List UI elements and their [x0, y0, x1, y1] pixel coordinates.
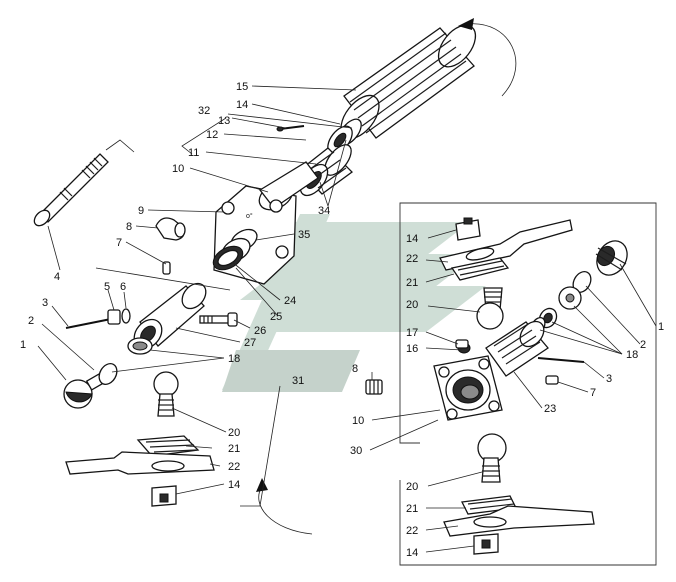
fitting-8-inset: [365, 379, 383, 395]
callout-34: 34: [318, 205, 330, 217]
pin-3-right: [537, 357, 585, 363]
callout-3-right: 3: [606, 373, 612, 385]
callout-10-inset: 10: [352, 415, 364, 427]
callout-32: 32: [198, 105, 210, 117]
callout-18: 18: [228, 353, 240, 365]
callout-14: 14: [236, 99, 248, 111]
callout-22-inset-top: 22: [406, 253, 418, 265]
callout-30: 30: [350, 445, 362, 457]
ball-stud-1-left: [63, 371, 109, 409]
callout-12: 12: [206, 129, 218, 141]
callout-25: 25: [270, 311, 282, 323]
callout-2-right: 2: [640, 339, 646, 351]
callout-26: 26: [254, 325, 266, 337]
threaded-rod-4: [33, 153, 109, 227]
callout-17: 17: [406, 327, 418, 339]
watermark-chevron: [222, 214, 330, 390]
callout-21-inset-top: 21: [406, 277, 418, 289]
callout-35: 35: [298, 229, 310, 241]
callout-2: 2: [28, 315, 34, 327]
screw-7: [162, 261, 171, 275]
callout-24: 24: [284, 295, 296, 307]
callout-13: 13: [218, 115, 230, 127]
callout-20-inset-bottom: 20: [406, 481, 418, 493]
callout-15: 15: [236, 81, 248, 93]
screw-7-right: [545, 375, 559, 385]
callout-14-bottom: 14: [228, 479, 240, 491]
group-bracket-31: [95, 267, 231, 291]
seal-35: [212, 228, 258, 271]
callout-27: 27: [244, 337, 256, 349]
nut-5: [107, 309, 121, 325]
ball-pin-20-left: [153, 371, 179, 417]
gasket-21-left: [136, 435, 200, 457]
inset-frame: [399, 202, 657, 566]
callout-21: 21: [228, 443, 240, 455]
callout-23: 23: [544, 403, 556, 415]
callout-22: 22: [228, 461, 240, 473]
callout-3: 3: [42, 297, 48, 309]
nut-14-inset-top: [455, 217, 481, 241]
watermark-base: [222, 350, 360, 392]
washer-6: [121, 308, 131, 324]
rotation-arrow-top: [467, 23, 517, 97]
callout-4: 4: [54, 271, 60, 283]
watermark-stripe-3: [250, 286, 486, 332]
ball-pin-20-inset-top: [476, 287, 504, 330]
plate-22-inset-top: [439, 219, 573, 271]
leader-lines: [37, 85, 657, 553]
housing-flange-10-inset: [433, 355, 503, 421]
callout-8: 8: [126, 221, 132, 233]
callout-31: 31: [292, 375, 304, 387]
callout-10: 10: [172, 163, 184, 175]
callout-9: 9: [138, 205, 144, 217]
svg-text:o°: o°: [246, 212, 253, 220]
callout-labels: 15 32 14 13 12 11 10 34 9 8 35 7 4 5 6 2…: [20, 81, 664, 559]
ring-set-11-14: [299, 118, 362, 197]
callout-1-right: 1: [658, 321, 664, 333]
callout-22-inset-bottom: 22: [406, 525, 418, 537]
callout-20-inset-top: 20: [406, 299, 418, 311]
callout-16: 16: [406, 343, 418, 355]
callout-6: 6: [120, 281, 126, 293]
plate-22-inset-bottom: [443, 505, 595, 537]
callout-8-inset: 8: [352, 363, 358, 375]
callout-7: 7: [116, 237, 122, 249]
pin-13: [279, 125, 305, 130]
nut-14-left: [151, 485, 177, 507]
ring-2-left: [98, 363, 118, 385]
gasket-21-inset-top: [450, 257, 510, 281]
callout-14-inset-top: 14: [406, 233, 418, 245]
callout-5: 5: [104, 281, 110, 293]
ball-pin-20-inset-bottom: [477, 433, 507, 483]
callout-20: 20: [228, 427, 240, 439]
group-bracket-32: [181, 117, 227, 155]
ball-stud-1-right: [595, 240, 628, 276]
tie-rod-end-body: [127, 282, 207, 355]
callout-14-inset-bottom: 14: [406, 547, 418, 559]
elbow-fitting-8: [155, 217, 186, 241]
bolt-26: [199, 312, 238, 327]
plate-22-left: [65, 451, 215, 475]
callout-1: 1: [20, 339, 26, 351]
boot-15: [340, 24, 477, 140]
callout-18-right: 18: [626, 349, 638, 361]
nut-14-inset-bottom: [473, 533, 499, 555]
rotation-arrow-bottom: [258, 485, 313, 535]
callout-11: 11: [188, 147, 199, 159]
callout-21-inset-bottom: 21: [406, 503, 418, 515]
tie-rod-end-body-right: [485, 320, 549, 377]
fitting-16-17: [455, 339, 471, 354]
callout-7-right: 7: [590, 387, 596, 399]
